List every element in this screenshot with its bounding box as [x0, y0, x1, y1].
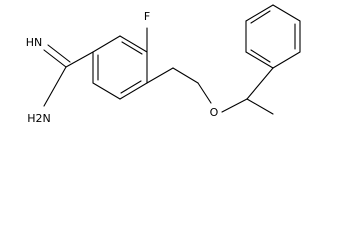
ring-bond	[245, 4, 274, 22]
fluoro-substituent: F	[144, 10, 150, 53]
ring-bond	[119, 82, 148, 100]
ring-bond	[92, 82, 121, 100]
ring-bond	[272, 4, 301, 22]
ring-inner-double-bond	[121, 41, 143, 55]
molecule-structure-diagram: HN H2N F O	[26, 4, 301, 125]
ring-to-amidine-bond	[65, 51, 94, 68]
ether-oxygen-label: O	[210, 106, 219, 119]
methine-to-phenyl-bond	[246, 67, 274, 100]
amidine-double-bond	[43, 49, 67, 68]
ring-to-methylene-bond	[146, 67, 174, 84]
amidine-double-bond-second-line	[47, 44, 71, 63]
amine-label: H2N	[27, 112, 51, 125]
benzyl-ether-linker: O	[146, 67, 248, 119]
ring-inner-double-bond	[250, 10, 271, 24]
imine-label: HN	[26, 36, 43, 49]
oxygen-to-methine-bond	[221, 98, 248, 113]
ring-inner-double-bond	[120, 80, 142, 94]
ring-bond	[92, 35, 121, 53]
phenylethyl-group	[246, 67, 274, 115]
ring-bond	[245, 51, 274, 69]
methylene-bond	[172, 67, 199, 84]
amidine-group: HN H2N	[26, 36, 94, 125]
phenyl-ring	[245, 4, 301, 69]
amidine-single-bond	[43, 66, 67, 107]
methyl-bond	[246, 98, 274, 115]
fluorine-label: F	[144, 10, 150, 23]
benzamidine-ring	[92, 35, 148, 100]
ring-inner-double-bond	[250, 49, 271, 63]
ring-bond	[272, 51, 301, 69]
ring-bond	[119, 35, 148, 53]
methylene-to-oxygen-bond	[197, 82, 212, 104]
